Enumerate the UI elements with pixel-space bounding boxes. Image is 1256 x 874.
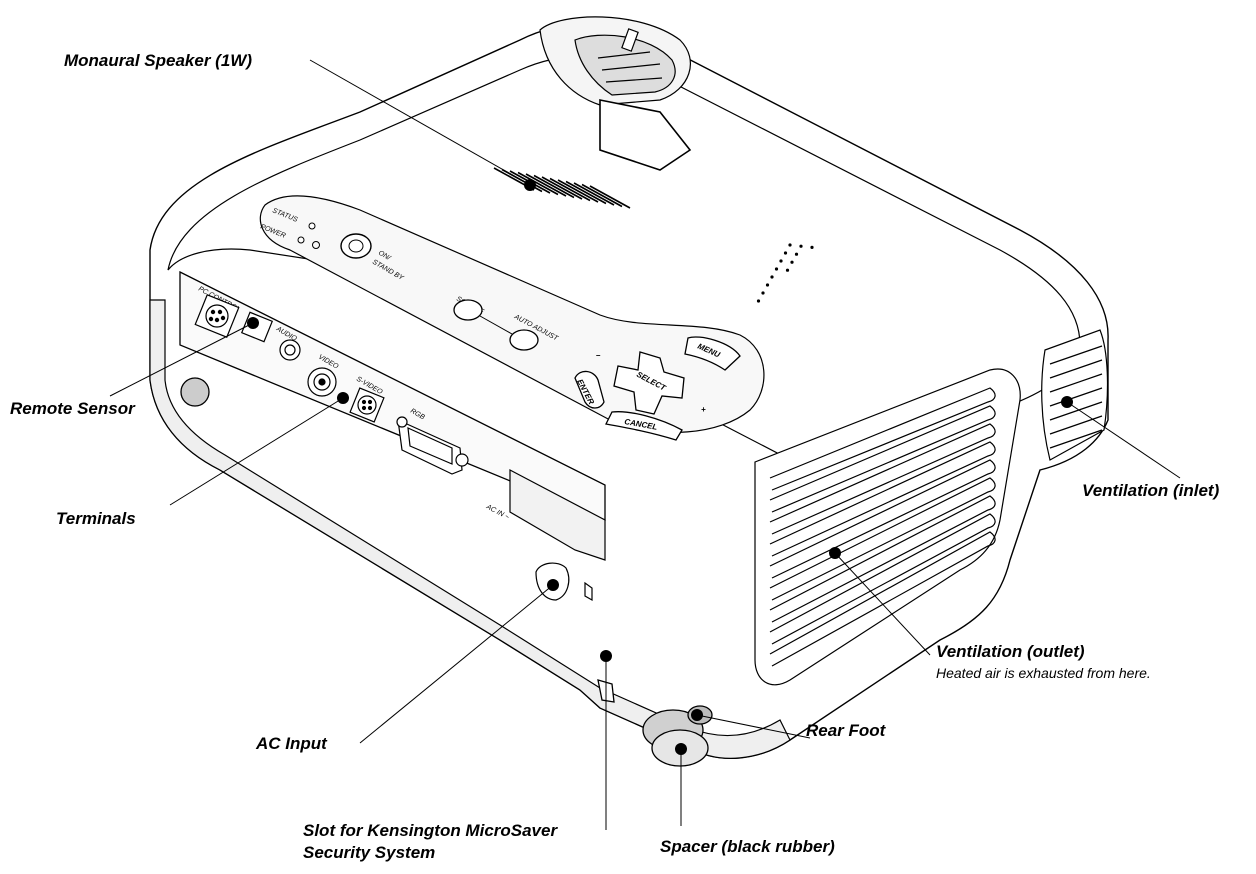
minus-label: – xyxy=(596,351,601,360)
grille-dot xyxy=(810,245,814,249)
grille-slot xyxy=(557,179,599,203)
inlet-slat xyxy=(1049,359,1103,379)
vent-slat xyxy=(769,387,996,491)
grille-dot xyxy=(756,299,761,303)
grille-slot xyxy=(541,176,583,200)
grille-dot xyxy=(761,291,765,295)
grille-slot xyxy=(549,177,591,202)
inlet-slat xyxy=(1049,429,1103,449)
grille-dot xyxy=(770,275,774,279)
grille-slot xyxy=(565,180,607,205)
grille-dot xyxy=(799,244,803,248)
grille-slot xyxy=(533,174,575,199)
callout-slot-line1: Slot for Kensington MicroSaver xyxy=(303,821,558,840)
grille-slot xyxy=(581,183,623,208)
feet xyxy=(180,377,713,767)
plus-label: + xyxy=(701,405,706,414)
dotted-grille xyxy=(756,243,814,303)
vent-slat xyxy=(769,477,996,601)
vent-slat xyxy=(769,405,996,513)
inlet-slat xyxy=(1049,373,1103,393)
vent-inlet-grille xyxy=(1041,329,1109,461)
grille-slot xyxy=(525,173,567,197)
grille-slot xyxy=(573,182,615,206)
ports: PC CONTROL AUDIO VIDEO S-VIDEO RGB AC IN… xyxy=(194,286,593,602)
callout-slot-line2: Security System xyxy=(303,843,436,862)
grille-dot xyxy=(774,267,779,271)
callout-ac-input: AC Input xyxy=(256,734,327,753)
vent-slat xyxy=(769,441,996,557)
connector-panel-lower xyxy=(509,469,606,561)
callout-vent-outlet: Ventilation (outlet) xyxy=(936,642,1085,661)
vent-slat xyxy=(769,531,996,667)
sensor-window xyxy=(599,99,692,171)
callout-vent-inlet: Ventilation (inlet) xyxy=(1082,481,1220,500)
vent-slat xyxy=(769,459,996,579)
grille-dot xyxy=(779,259,783,263)
inlet-slat xyxy=(1049,345,1103,365)
vent-slat xyxy=(769,513,996,645)
grille-dot xyxy=(783,251,788,255)
body-lower-band xyxy=(149,299,791,759)
callout-speaker: Monaural Speaker (1W) xyxy=(64,51,252,70)
inlet-slat xyxy=(1049,387,1103,407)
vent-slat xyxy=(769,495,996,623)
grille-dot xyxy=(790,260,794,264)
vent-outlet-grille xyxy=(754,368,1021,686)
grille-dot xyxy=(785,268,790,272)
callout-spacer: Spacer (black rubber) xyxy=(660,837,835,856)
lens-housing xyxy=(539,16,691,106)
grille-dot xyxy=(794,252,799,256)
inlet-slat xyxy=(1049,401,1103,421)
callout-remote-sensor: Remote Sensor xyxy=(10,399,135,418)
leader-lines xyxy=(109,59,1181,830)
callout-rear-foot: Rear Foot xyxy=(806,721,886,740)
callout-terminals: Terminals xyxy=(56,509,136,528)
grille-slot xyxy=(517,171,559,196)
select-pad: SELECT MENU ENTER CANCEL – + xyxy=(574,336,741,441)
inlet-slat xyxy=(1049,415,1103,435)
grille-slot xyxy=(589,185,631,209)
vent-slat xyxy=(769,423,996,535)
leader-dots xyxy=(247,179,1073,755)
grille-dot xyxy=(765,283,770,287)
callout-vent-outlet-note: Heated air is exhausted from here. xyxy=(936,665,1151,681)
grille-dot xyxy=(788,243,792,247)
